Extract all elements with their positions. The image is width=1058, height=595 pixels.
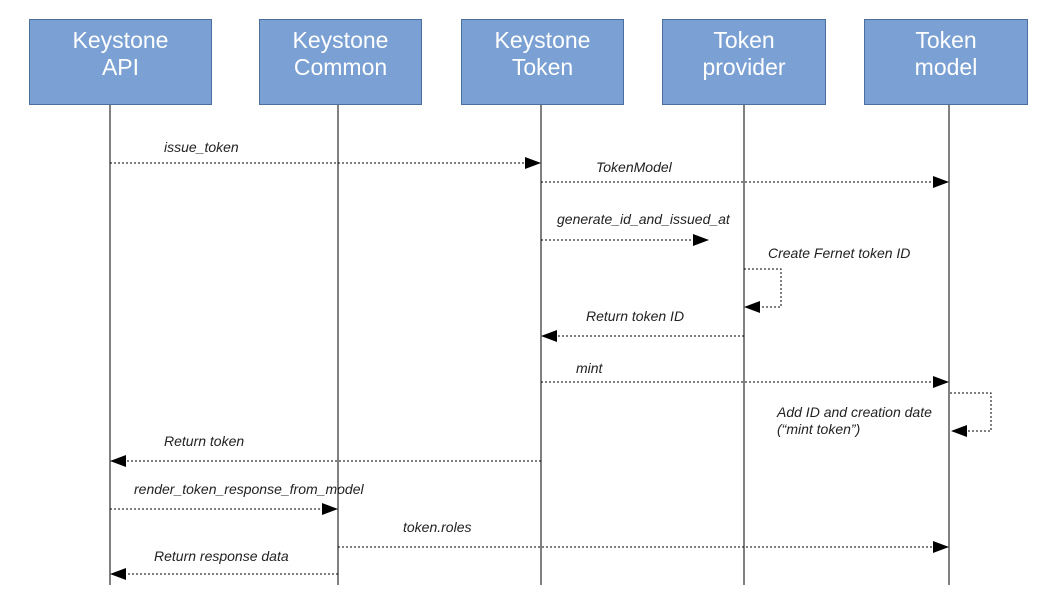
actor-token-model-line1: Token (915, 27, 977, 53)
actor-keystone-token: Keystone Token (461, 19, 624, 105)
message-render-token-label: render_token_response_from_model (134, 481, 364, 497)
message-return-token-id-label: Return token ID (586, 308, 684, 324)
actor-token-provider: Token provider (662, 19, 826, 105)
message-add-id-label-line1: Add ID and creation date (776, 404, 932, 420)
actor-keystone-api-line1: Keystone (72, 27, 169, 53)
message-token-roles-label: token.roles (403, 519, 471, 535)
actor-keystone-token-line1: Keystone (494, 27, 591, 53)
actor-keystone-common: Keystone Common (259, 19, 422, 105)
message-return-response-label: Return response data (154, 548, 289, 564)
actor-keystone-common-line1: Keystone (292, 27, 389, 53)
message-token-model-label: TokenModel (596, 159, 673, 175)
message-create-fernet-label: Create Fernet token ID (768, 245, 910, 261)
actor-token-provider-line1: Token (713, 27, 775, 53)
message-issue-token-label: issue_token (164, 139, 239, 155)
message-mint-label: mint (576, 360, 604, 376)
actor-keystone-api: Keystone API (29, 19, 212, 105)
actor-keystone-token-line2: Token (511, 54, 574, 80)
message-create-fernet-arrow (744, 268, 782, 313)
actor-token-provider-line2: provider (702, 54, 786, 80)
actor-keystone-common-line2: Common (293, 54, 388, 80)
message-add-id-arrow (950, 392, 992, 437)
actor-keystone-api-line2: API (101, 54, 140, 80)
actor-token-model: Token model (864, 19, 1028, 105)
message-generate-id-label: generate_id_and_issued_at (557, 211, 731, 227)
message-return-token-label: Return token (164, 433, 244, 449)
actor-token-model-line2: model (914, 54, 978, 80)
message-add-id-label-line2: (“mint token”) (777, 421, 860, 437)
